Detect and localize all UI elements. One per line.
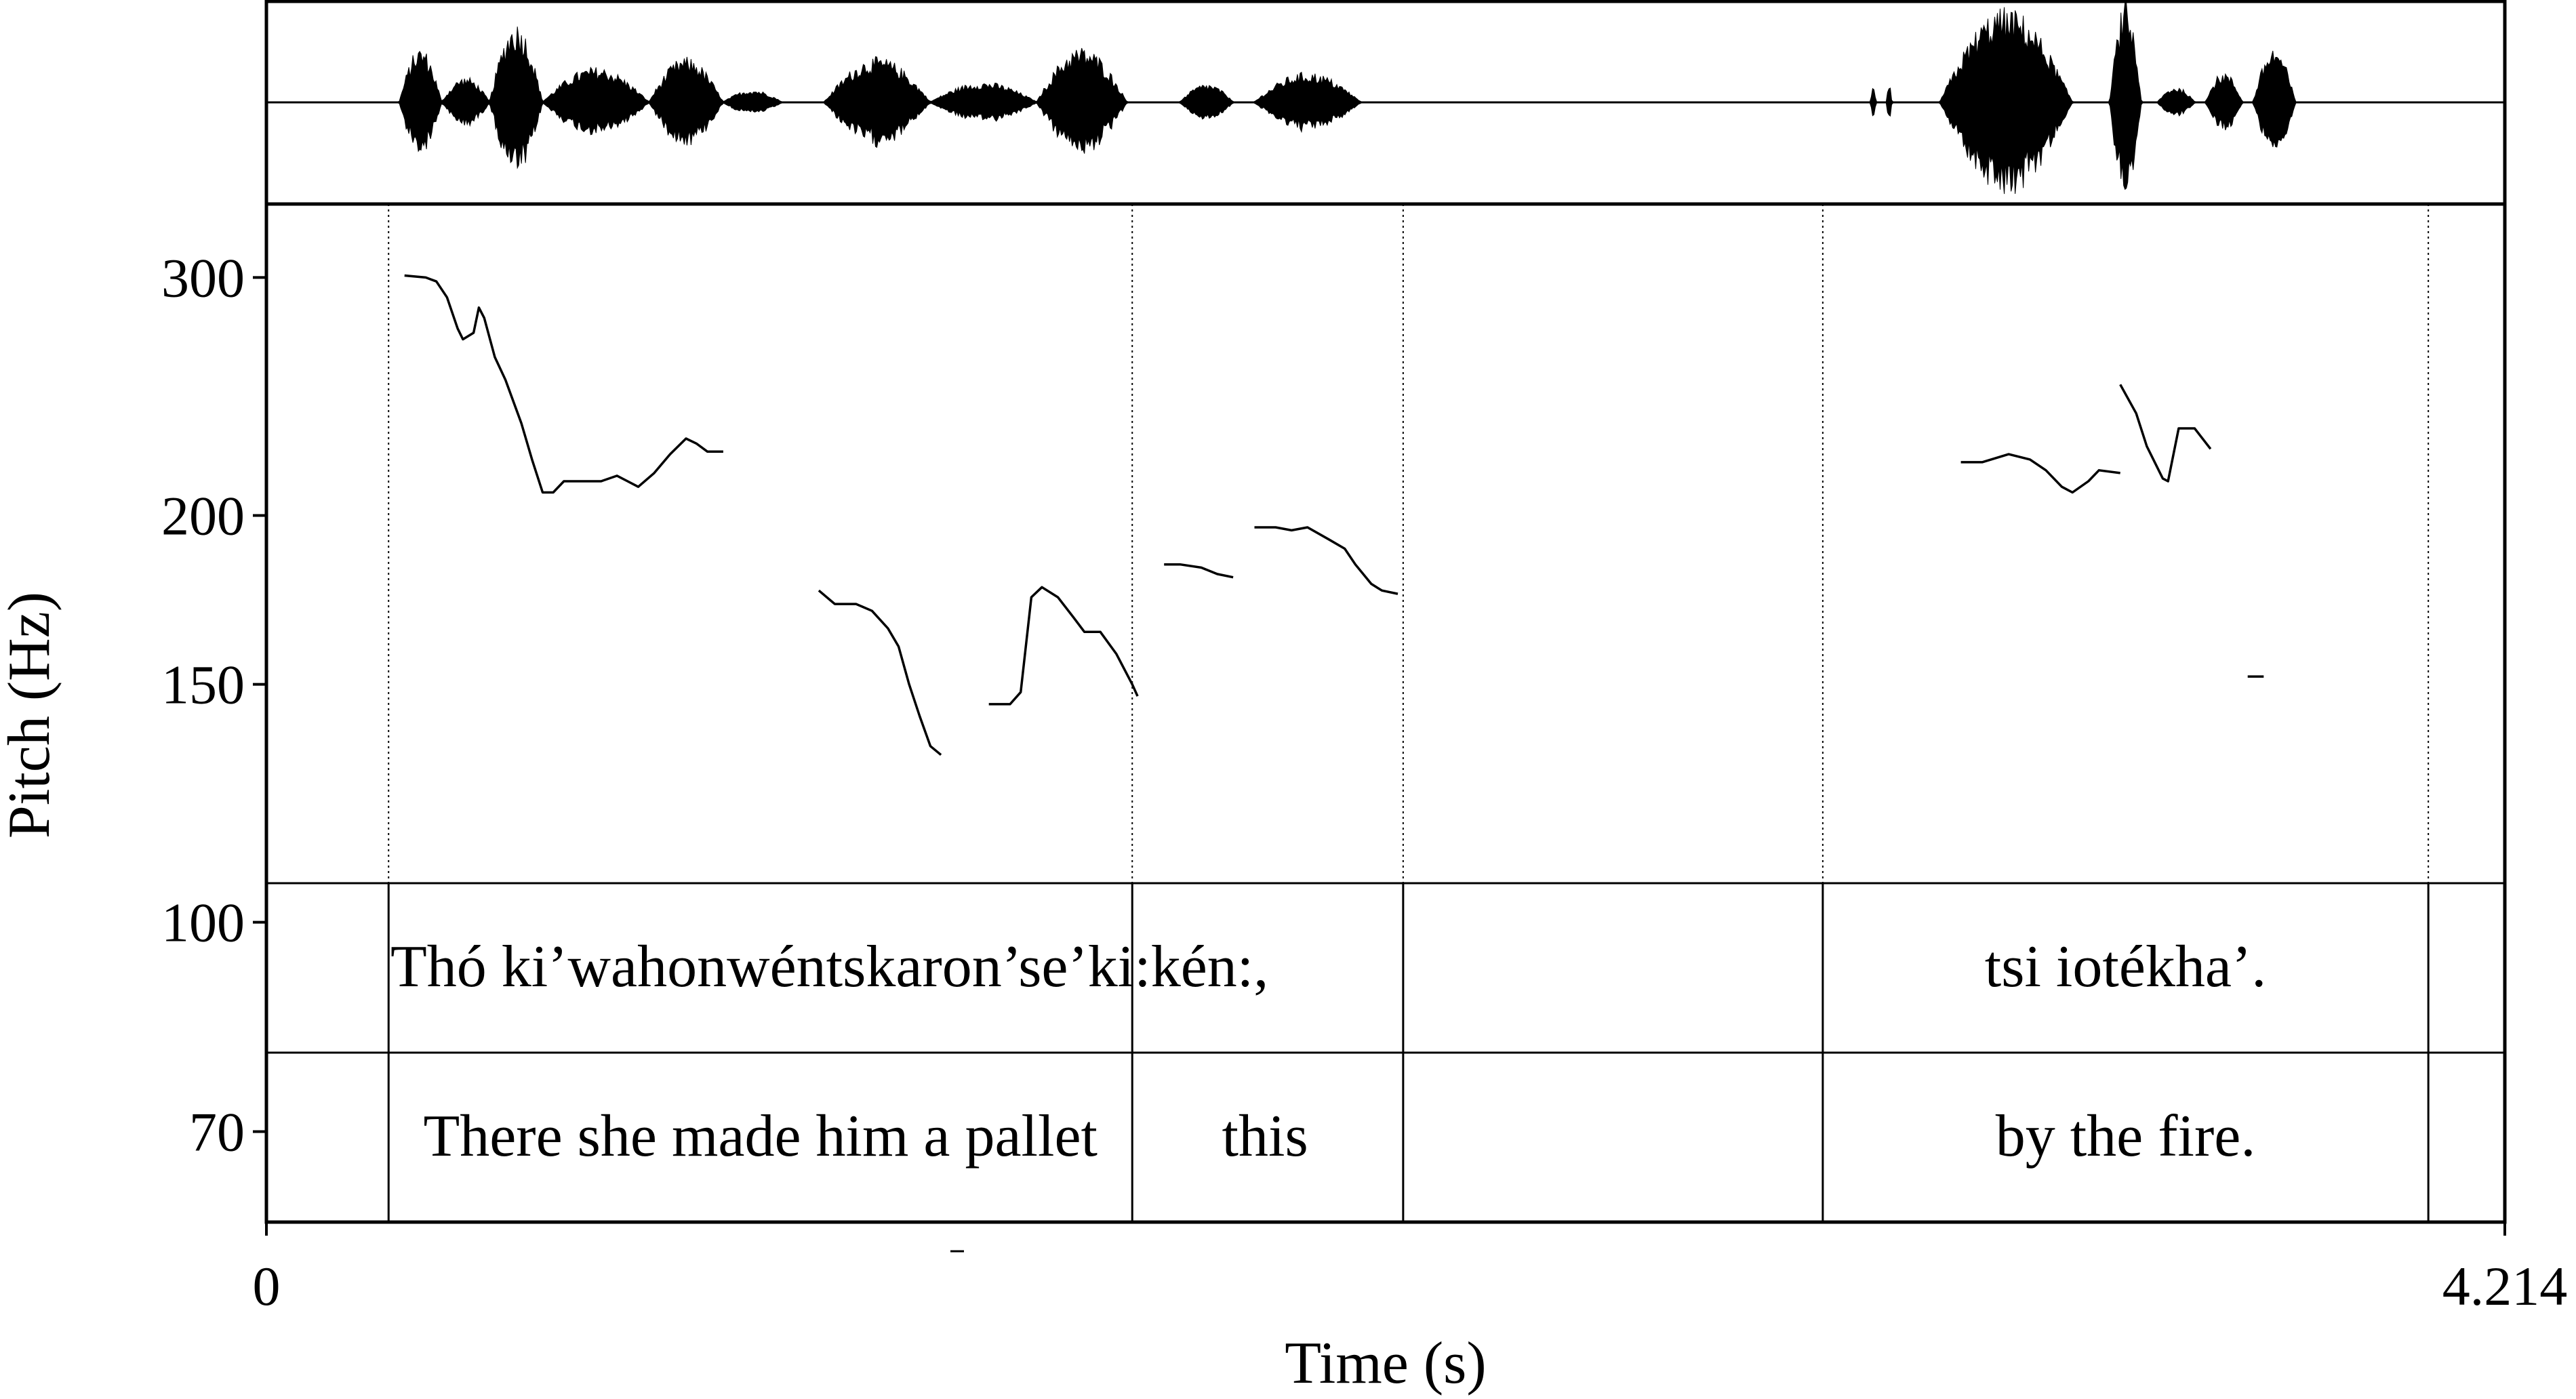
pitch-tracks <box>404 274 2264 756</box>
tier-2-annotation: this <box>1222 1103 1308 1169</box>
tier-1-annotation: tsi iotékha’. <box>1985 934 2266 1000</box>
tier-2-annotation: by the fire. <box>1996 1103 2256 1169</box>
pitch-track <box>988 586 1139 706</box>
pitch-track <box>1164 563 1234 579</box>
pitch-track <box>818 589 942 756</box>
y-axis-title: Pitch (Hz) <box>0 592 62 838</box>
pitch-track <box>1254 526 1398 595</box>
pitch-track <box>404 274 723 494</box>
y-axis: 70 100 150 200 300 <box>161 247 266 1163</box>
tier-2-annotation: There she made him a pallet <box>423 1103 1097 1169</box>
plot-frame <box>264 202 2507 1224</box>
interval-boundaries <box>387 204 2430 1222</box>
y-tick-label: 150 <box>161 654 245 716</box>
waveform-panel <box>264 0 2507 206</box>
pitch-track <box>2119 384 2212 483</box>
tier-annotations: Thó ki’wahonwéntskaron’se’ki:kén:, tsi io… <box>390 934 2266 1169</box>
y-tick-label: 200 <box>161 485 245 546</box>
y-tick-label: 300 <box>161 247 245 308</box>
waveform-trace <box>266 2 2505 195</box>
pitch-track <box>1960 453 2120 494</box>
x-tick-label-end: 4.214 <box>2442 1255 2568 1317</box>
x-axis-title: Time (s) <box>1285 1331 1486 1396</box>
tier-1-annotation: Thó ki’wahonwéntskaron’se’ki:kén:, <box>390 934 1268 1000</box>
y-tick-label: 100 <box>161 892 245 954</box>
x-tick-label-start: 0 <box>253 1255 281 1317</box>
y-tick-label: 70 <box>189 1101 245 1163</box>
